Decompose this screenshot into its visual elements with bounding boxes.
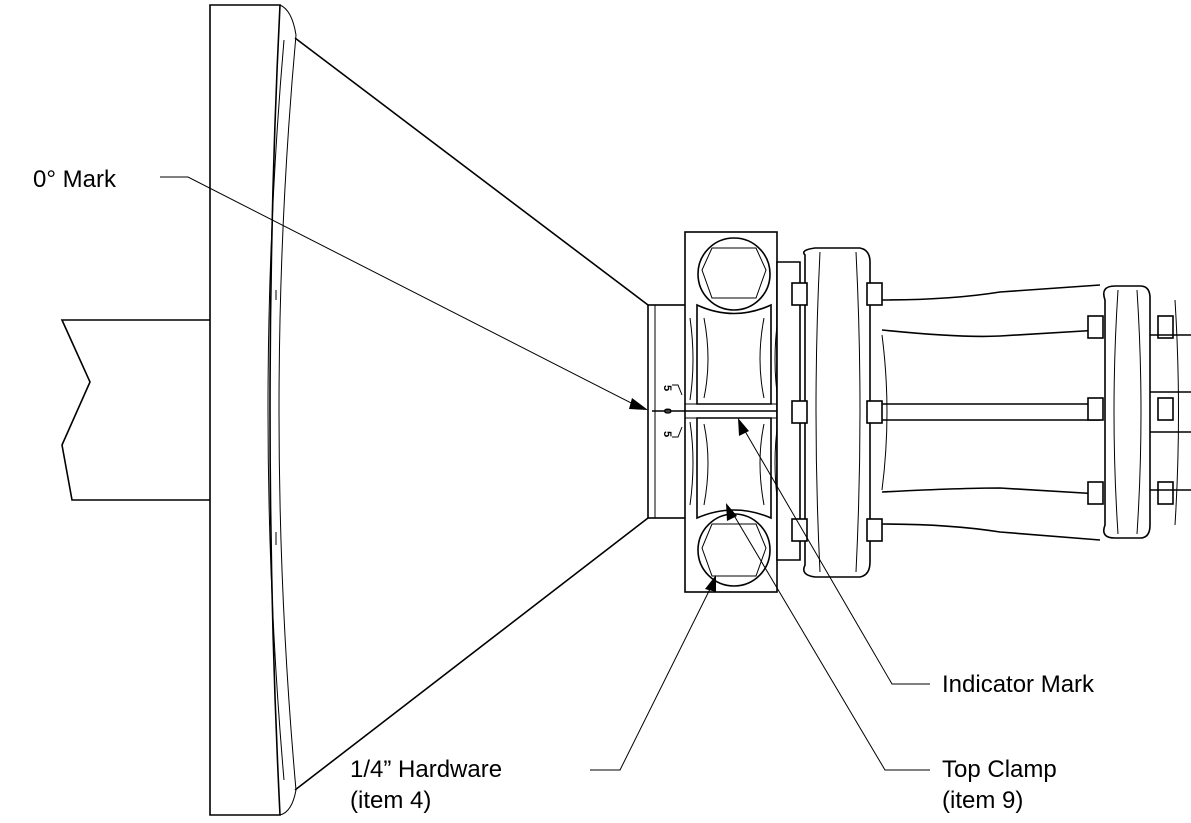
leader-0-mark — [160, 176, 648, 410]
leader-top-clamp — [726, 503, 930, 771]
mounting-flange — [776, 247, 883, 578]
scale-mark-lower: 5 — [661, 431, 673, 437]
leader-indicator-mark — [738, 418, 930, 685]
reflector-rim — [209, 4, 297, 816]
upper-clamp-pad — [689, 303, 779, 405]
scale-mark-middle: 0 — [661, 408, 673, 414]
scale-mark-upper: 5 — [661, 385, 673, 391]
leader-hardware — [590, 575, 716, 771]
callout-hardware-line1: 1/4” Hardware — [350, 756, 502, 783]
mounting-pipe — [60, 319, 210, 501]
upper-hardware-bolt — [697, 237, 771, 311]
clamp-assembly — [684, 231, 779, 593]
lower-hardware-bolt — [697, 513, 771, 587]
feed-horn-cone — [294, 37, 649, 791]
callout-indicator-mark: Indicator Mark — [942, 671, 1095, 698]
callout-top-clamp-line2: (item 9) — [942, 787, 1023, 814]
rotation-scale: 5 0 5 — [652, 384, 690, 438]
support-struts — [881, 284, 1101, 541]
top-clamp-pad — [689, 417, 779, 520]
callout-top-clamp-line1: Top Clamp — [942, 756, 1057, 783]
rear-feed-flange — [1087, 285, 1191, 539]
callout-hardware-line2: (item 4) — [350, 787, 431, 814]
callout-zero-mark: 0° Mark — [33, 166, 117, 193]
